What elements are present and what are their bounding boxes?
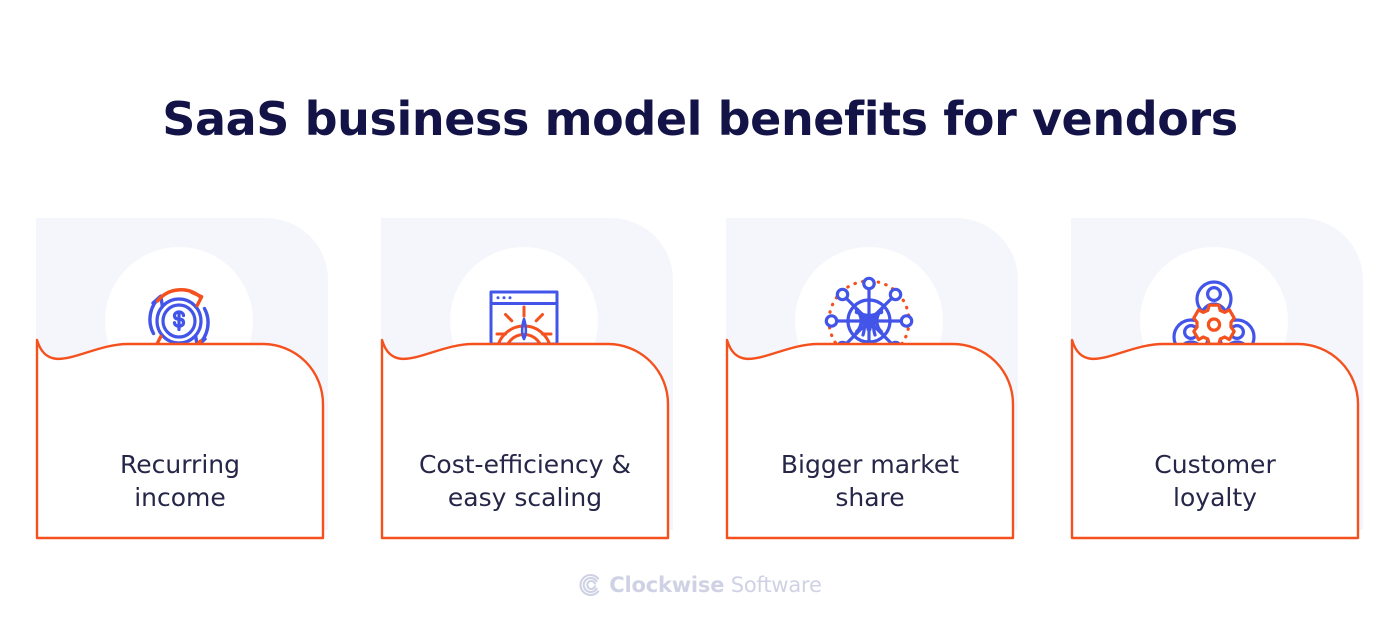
clockwise-swirl-icon [579, 574, 600, 596]
footer-logo[interactable]: Clockwise Software [0, 573, 1400, 597]
page-title: SaaS business model benefits for vendors [162, 92, 1238, 146]
label-plate-outline [725, 338, 1015, 540]
card-label-line-2: share [835, 483, 905, 512]
benefit-card-cost-efficiency[interactable]: Cost-efficiency & easy scaling [380, 218, 673, 543]
brand-name-bold: Clockwise [609, 573, 725, 597]
card-label-line-1: Recurring [120, 450, 240, 479]
brand-name-light: Software [730, 573, 822, 597]
label-plate-outline [35, 338, 325, 540]
card-label: Cost-efficiency & easy scaling [391, 448, 659, 514]
benefit-cards-row: Recurring income [0, 218, 1400, 543]
card-label: Customer loyalty [1081, 448, 1349, 514]
card-label-plate: Cost-efficiency & easy scaling [377, 338, 673, 543]
card-label-plate: Bigger market share [722, 338, 1018, 543]
card-label-line-2: income [134, 483, 226, 512]
brand-name: Clockwise Software [609, 573, 822, 597]
card-label: Bigger market share [736, 448, 1004, 514]
benefit-card-customer-loyalty[interactable]: Customer loyalty [1070, 218, 1363, 543]
card-label-line-2: easy scaling [447, 483, 603, 512]
card-label-line-2: loyalty [1173, 483, 1257, 512]
label-plate-outline [380, 338, 670, 540]
label-plate-outline [1070, 338, 1360, 540]
benefit-card-market-share[interactable]: Bigger market share [725, 218, 1018, 543]
card-label-plate: Customer loyalty [1067, 338, 1363, 543]
card-label-line-1: Cost-efficiency & [418, 450, 632, 479]
benefit-card-recurring-income[interactable]: Recurring income [35, 218, 328, 543]
card-label: Recurring income [46, 448, 314, 514]
card-label-plate: Recurring income [32, 338, 328, 543]
card-label-line-1: Bigger market [780, 450, 960, 479]
card-label-line-1: Customer [1154, 450, 1276, 479]
